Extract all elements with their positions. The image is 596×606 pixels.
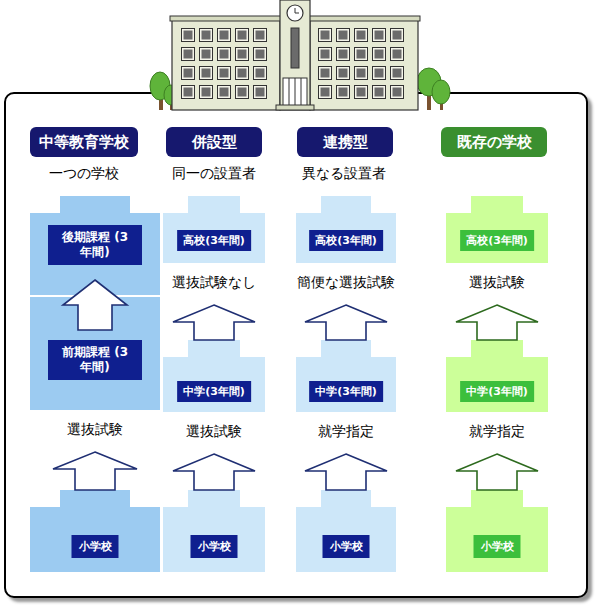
block-arrow — [63, 280, 127, 330]
clock-hand — [295, 8, 296, 13]
arrow-shape — [456, 454, 538, 490]
column-header: 既存の学校 — [441, 127, 547, 157]
block-shape — [446, 490, 548, 572]
block-shape — [446, 340, 548, 412]
entrance-steps — [276, 105, 314, 110]
school-building — [170, 0, 420, 110]
roof-line — [170, 16, 282, 21]
header-text: 中等教育学校 — [39, 133, 129, 152]
school-block: 小学校 — [446, 490, 548, 572]
building-wing — [310, 18, 418, 110]
stage-label: 中学(3年間) — [177, 381, 251, 402]
connector-span — [95, 280, 96, 330]
school-block: 高校(3年間) — [163, 196, 265, 263]
block-outline — [163, 490, 265, 572]
arrow-label: 就学指定 — [469, 421, 525, 441]
window-grid — [318, 28, 408, 104]
stage-label: 高校(3年間) — [460, 230, 534, 251]
block-arrow — [173, 412, 255, 490]
block-shape — [296, 340, 396, 412]
block-shape — [296, 490, 396, 572]
school-block: 小学校 — [30, 490, 160, 572]
arrow-label: 選抜試験 — [67, 419, 123, 439]
arrow-shape — [173, 305, 255, 340]
header-text: 連携型 — [323, 133, 368, 152]
school-block: 中学(3年間) — [163, 340, 265, 412]
school-block: 後期課程 (3年間) — [30, 196, 160, 280]
course-band — [30, 279, 160, 331]
column-header: 中等教育学校 — [30, 127, 138, 157]
arrow-label: 就学指定 — [318, 421, 374, 441]
block-shape — [30, 330, 160, 410]
arrow-label: 簡便な選抜試験 — [297, 272, 395, 292]
arrow-shape — [173, 454, 255, 490]
tower-window — [291, 28, 299, 68]
stage-label: 中学(3年間) — [309, 381, 383, 402]
clock-hand — [295, 13, 299, 14]
block-outline — [30, 490, 160, 572]
stage-label: 高校(3年間) — [309, 230, 383, 251]
school-block: 高校(3年間) — [296, 196, 396, 263]
block-shape — [30, 490, 160, 572]
school-block: 中学(3年間) — [446, 340, 548, 412]
block-shape — [296, 196, 396, 263]
entrance-column — [301, 78, 302, 106]
school-block: 高校(3年間) — [446, 196, 548, 263]
entrance-column — [289, 78, 290, 106]
stage-label: 小学校 — [191, 535, 238, 558]
arrow-label: 選抜試験なし — [172, 272, 256, 292]
stage-label: 後期課程 (3年間) — [48, 225, 142, 265]
arrow-label: 選抜試験 — [186, 421, 242, 441]
arrow-shape — [456, 305, 538, 340]
school-block: 小学校 — [163, 490, 265, 572]
stage-label: 小学校 — [323, 535, 370, 558]
arrow-label: 選抜試験 — [469, 272, 525, 292]
school-block: 小学校 — [296, 490, 396, 572]
block-arrow — [305, 412, 387, 490]
stage-label: 前期課程 (3年間) — [48, 340, 142, 380]
clock-face — [287, 5, 303, 21]
block-shape — [163, 340, 265, 412]
course-divider — [30, 295, 160, 297]
block-arrow — [53, 410, 137, 490]
arrow-shape — [53, 452, 137, 490]
window-grid — [181, 28, 271, 104]
arrow-shape — [63, 280, 127, 330]
block-arrow — [456, 263, 538, 340]
stage-label: 小学校 — [474, 535, 521, 558]
block-arrow — [456, 412, 538, 490]
arrow-shape — [305, 454, 387, 490]
tree-foliage — [432, 80, 450, 104]
stage-label: 中学(3年間) — [460, 381, 534, 402]
school-block: 中学(3年間) — [296, 340, 396, 412]
entrance — [283, 78, 307, 106]
block-shape — [163, 490, 265, 572]
column-header: 併設型 — [166, 127, 262, 157]
roof-line — [308, 16, 420, 21]
school-block: 前期課程 (3年間) — [30, 330, 160, 410]
subtitle-text: 一つの学校 — [49, 163, 119, 183]
clock-tower — [280, 0, 310, 110]
building-wing — [172, 18, 280, 110]
header-text: 併設型 — [192, 133, 237, 152]
tree-right — [417, 68, 450, 110]
block-arrow — [173, 263, 255, 340]
entrance-column — [295, 78, 296, 106]
block-shape — [163, 196, 265, 263]
stage-label: 高校(3年間) — [177, 230, 251, 251]
block-outline — [446, 490, 548, 572]
block-shape — [446, 196, 548, 263]
subtitle-text: 異なる設置者 — [302, 163, 386, 183]
block-shape — [30, 196, 160, 280]
stage-label: 小学校 — [72, 535, 119, 558]
subtitle-text: 同一の設置者 — [172, 163, 256, 183]
column-header: 連携型 — [297, 127, 393, 157]
block-outline — [296, 490, 396, 572]
header-text: 既存の学校 — [457, 133, 532, 152]
arrow-shape — [305, 305, 387, 340]
